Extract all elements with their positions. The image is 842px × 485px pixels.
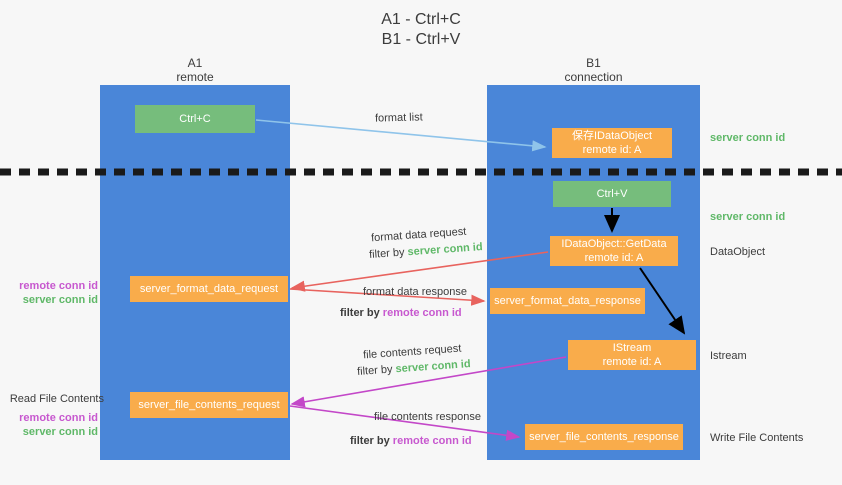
label-remote-conn-id-bottom: remote conn id xyxy=(19,412,98,424)
column-a1-sub: remote xyxy=(176,70,214,84)
node-ctrl-v[interactable]: Ctrl+V xyxy=(553,181,671,207)
filter-remote-conn-id-1: remote conn id xyxy=(382,307,462,319)
node-server-file-contents-request[interactable]: server_file_contents_request xyxy=(130,392,288,418)
label-read-file-contents: Read File Contents xyxy=(9,393,104,405)
page-title: A1 - Ctrl+C B1 - Ctrl+V xyxy=(0,10,842,50)
label-left-conn-ids-bottom: remote conn id server conn id xyxy=(6,411,98,439)
label-dataobject: DataObject xyxy=(710,246,766,258)
node-getdata-line1: IDataObject::GetData xyxy=(561,238,667,250)
filter-by-text-2: filter by xyxy=(340,307,380,319)
label-left-conn-ids-top: remote conn id server conn id xyxy=(6,279,98,307)
edge-label-file-contents-response: file contents response xyxy=(374,411,482,423)
node-server-file-contents-request-label: server_file_contents_request xyxy=(138,399,280,411)
node-server-format-data-response-label: server_format_data_response xyxy=(494,295,641,307)
filter-by-text-3: filter by xyxy=(356,363,393,378)
label-remote-conn-id-top: remote conn id xyxy=(19,280,98,292)
edge-label-format-data-response: format data response xyxy=(363,286,467,298)
label-write-file-contents: Write File Contents xyxy=(710,432,804,444)
title-line-1: A1 - Ctrl+C xyxy=(381,11,461,28)
edge-label-file-contents-response-filter: filter by remote conn id xyxy=(350,434,472,448)
filter-by-text-1: filter by xyxy=(368,246,405,261)
node-save-idataobject-line1: 保存IDataObject xyxy=(571,130,653,142)
node-idataobject-getdata[interactable]: IDataObject::GetData remote id: A xyxy=(550,236,678,266)
filter-server-conn-id-1: server conn id xyxy=(407,241,484,259)
node-server-file-contents-response[interactable]: server_file_contents_response xyxy=(525,424,683,450)
node-istream[interactable]: IStream remote id: A xyxy=(568,340,696,370)
node-ctrl-c-label: Ctrl+C xyxy=(179,113,211,125)
column-header-b1: B1 connection xyxy=(487,56,700,84)
filter-server-conn-id-2: server conn id xyxy=(395,358,472,376)
node-istream-line1: IStream xyxy=(612,342,652,354)
column-a1-name: A1 xyxy=(187,56,203,70)
edge-label-format-list: format list xyxy=(374,111,423,125)
node-server-format-data-request[interactable]: server_format_data_request xyxy=(130,276,288,302)
node-server-format-data-response[interactable]: server_format_data_response xyxy=(490,288,645,314)
label-server-conn-id-second: server conn id xyxy=(710,211,786,223)
node-save-idataobject-line2: remote id: A xyxy=(582,144,642,156)
column-b1-sub: connection xyxy=(564,70,623,84)
dashed-divider xyxy=(0,168,842,176)
node-ctrl-v-label: Ctrl+V xyxy=(596,188,628,200)
node-getdata-line2: remote id: A xyxy=(584,252,644,264)
node-istream-line2: remote id: A xyxy=(602,356,662,368)
filter-by-text-4: filter by xyxy=(350,435,390,447)
node-ctrl-c[interactable]: Ctrl+C xyxy=(135,105,255,133)
column-b1-name: B1 xyxy=(586,56,601,70)
column-header-a1: A1 remote xyxy=(100,56,290,84)
label-istream: Istream xyxy=(710,350,747,362)
filter-remote-conn-id-2: remote conn id xyxy=(392,435,472,447)
label-server-conn-id-left-top: server conn id xyxy=(22,294,98,306)
label-server-conn-id-left-bottom: server conn id xyxy=(22,426,98,438)
node-save-idataobject[interactable]: 保存IDataObject remote id: A xyxy=(552,128,672,158)
edge-label-format-data-response-filter: filter by remote conn id xyxy=(340,306,462,320)
label-server-conn-id-top: server conn id xyxy=(710,132,786,144)
node-server-file-contents-response-label: server_file_contents_response xyxy=(529,431,679,443)
title-line-2: B1 - Ctrl+V xyxy=(381,31,461,48)
node-server-format-data-request-label: server_format_data_request xyxy=(139,283,279,295)
